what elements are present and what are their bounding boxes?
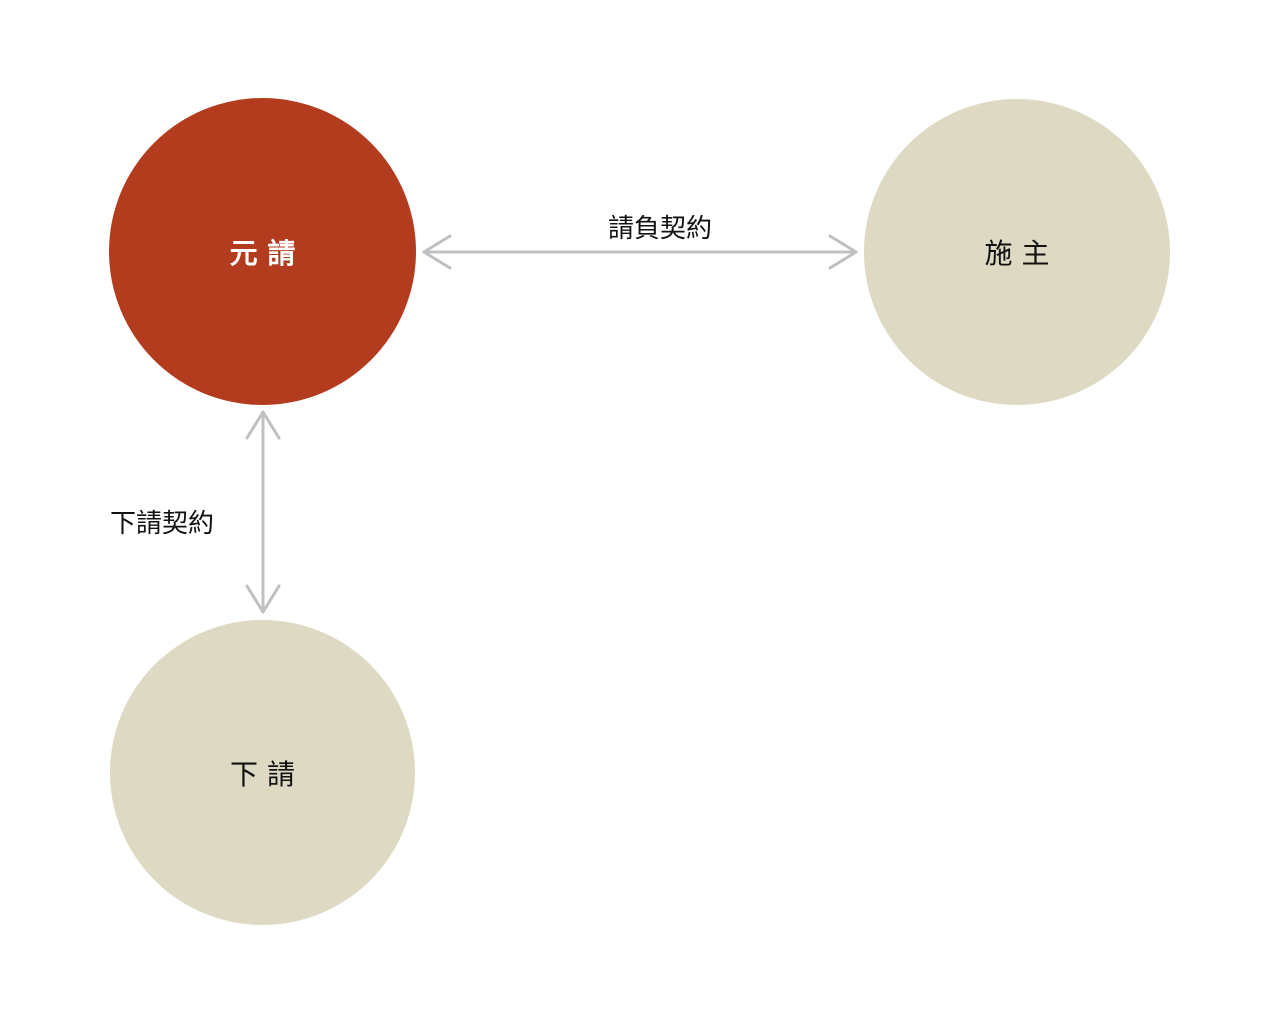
shitauke-arrowhead-bottom xyxy=(245,584,281,614)
node-shitauke-label: 下 請 xyxy=(230,757,295,791)
node-shitauke: 下 請 xyxy=(110,620,415,925)
edge-label-ukeoi: 請負契約 xyxy=(608,214,713,244)
edge-label-shitauke: 下請契約 xyxy=(110,509,215,539)
node-seshu: 施 主 xyxy=(864,99,1170,405)
node-motouke: 元 請 xyxy=(109,98,416,405)
shitauke-arrowhead-top xyxy=(245,410,281,440)
node-motouke-label: 元 請 xyxy=(229,236,296,270)
node-seshu-label: 施 主 xyxy=(984,237,1050,270)
ukeoi-arrowhead-left xyxy=(422,234,452,270)
ukeoi-arrowhead-right xyxy=(828,234,858,270)
